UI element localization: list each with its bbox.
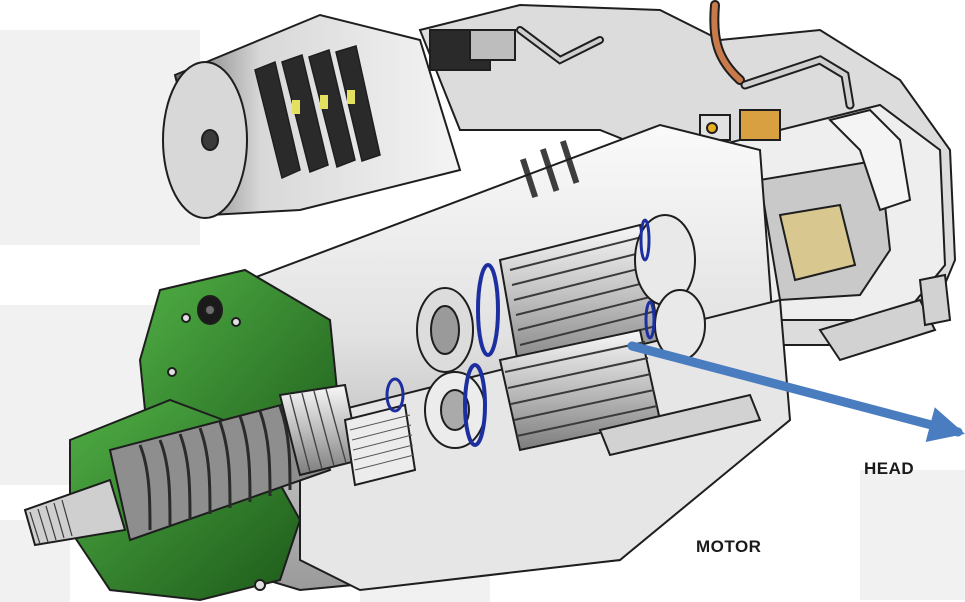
label-motor: MOTOR (696, 537, 762, 556)
lower-brackets (598, 273, 952, 457)
upper-motor (162, 13, 462, 219)
label-head: HEAD (864, 459, 915, 478)
fittings (429, 29, 781, 141)
cooling-slots (254, 45, 381, 180)
cylinder-marking (519, 140, 580, 199)
bearings (385, 263, 500, 449)
pipes (516, 0, 855, 110)
output-shaft (23, 398, 332, 547)
gear-pair (498, 214, 706, 452)
head-callout-arrow (627, 341, 965, 443)
needle-bearing (343, 403, 417, 487)
